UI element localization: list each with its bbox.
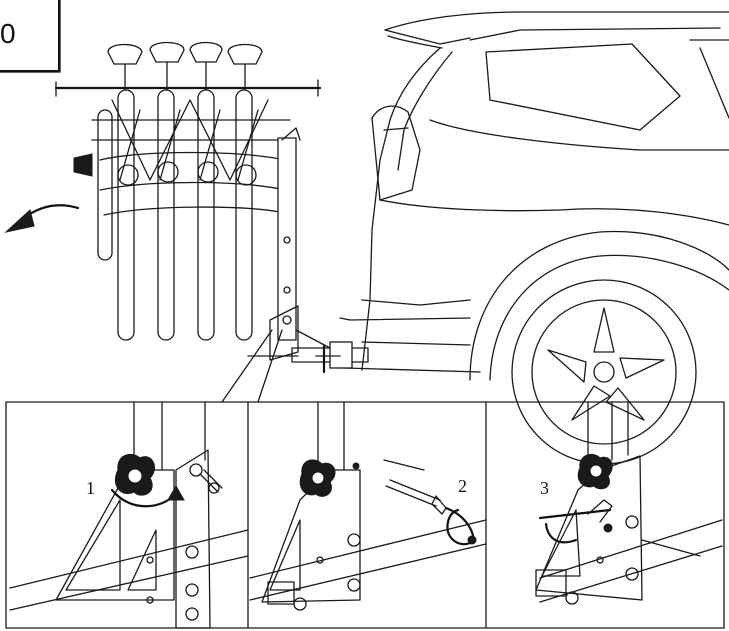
detail-panel-3 [535,401,723,605]
callout-1: 1 [86,478,95,498]
bike-rack-with-bikes [54,41,331,361]
callout-3: 3 [540,478,549,498]
detail-panel-1 [9,401,249,629]
step-number: 0 [0,18,16,49]
detail-panels [5,401,725,629]
detail-panel-2 [249,401,487,611]
step-box: 0 [0,0,60,72]
callout-2: 2 [458,476,467,496]
vehicle-rear [291,11,729,465]
fold-direction-arrow [4,204,80,233]
